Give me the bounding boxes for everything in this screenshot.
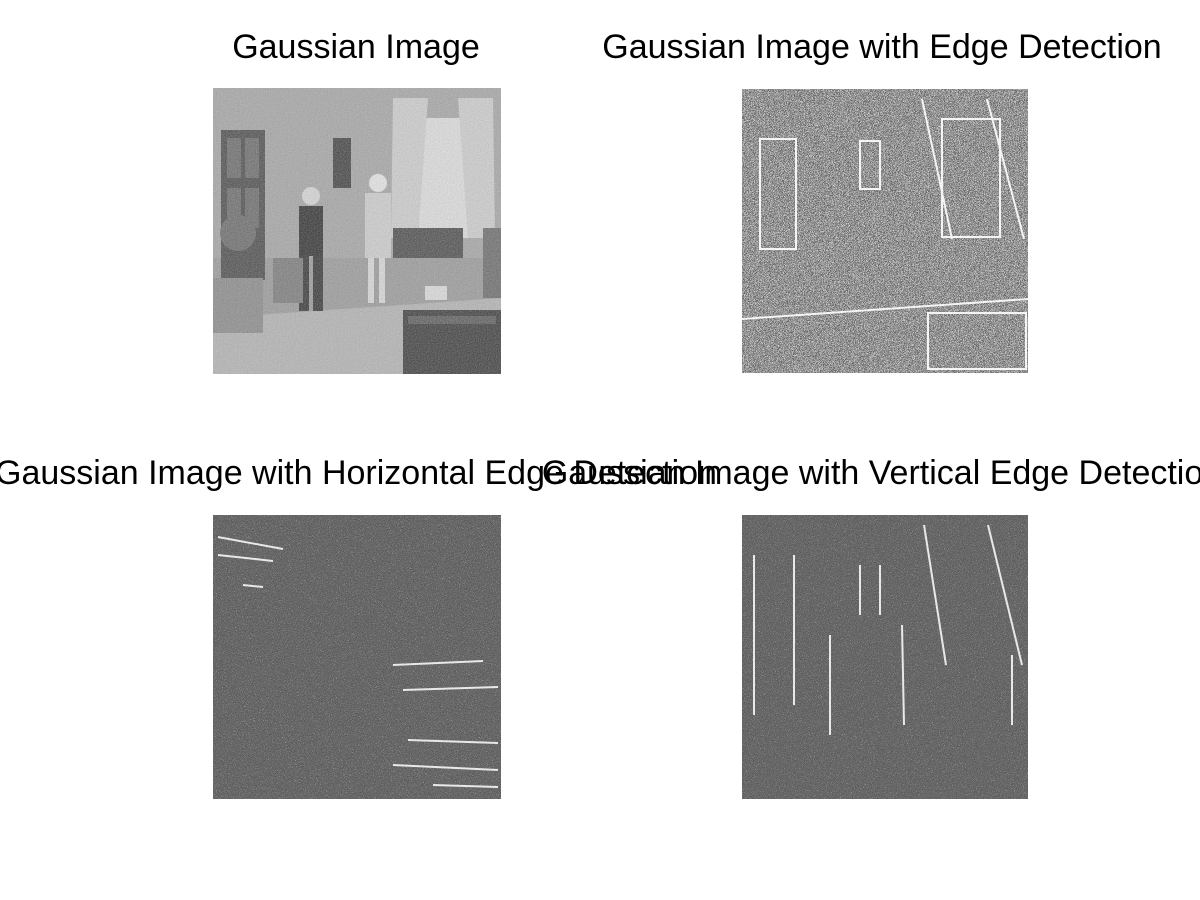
vertical-edge-image — [742, 515, 1028, 799]
edge-image — [742, 89, 1028, 373]
panel-title-vertical: Gaussian Image with Vertical Edge Detect… — [541, 454, 1200, 492]
panel-title-horizontal: Gaussian Image with Horizontal Edge Dete… — [0, 454, 717, 492]
gaussian-image — [213, 88, 501, 374]
vertical-edge-image-graphic — [742, 515, 1028, 799]
panel-title-gaussian: Gaussian Image — [232, 28, 480, 66]
gaussian-image-graphic — [213, 88, 501, 374]
panel-title-edge: Gaussian Image with Edge Detection — [602, 28, 1162, 66]
horizontal-edge-image-graphic — [213, 515, 501, 799]
horizontal-edge-image — [213, 515, 501, 799]
edge-image-graphic — [742, 89, 1028, 373]
